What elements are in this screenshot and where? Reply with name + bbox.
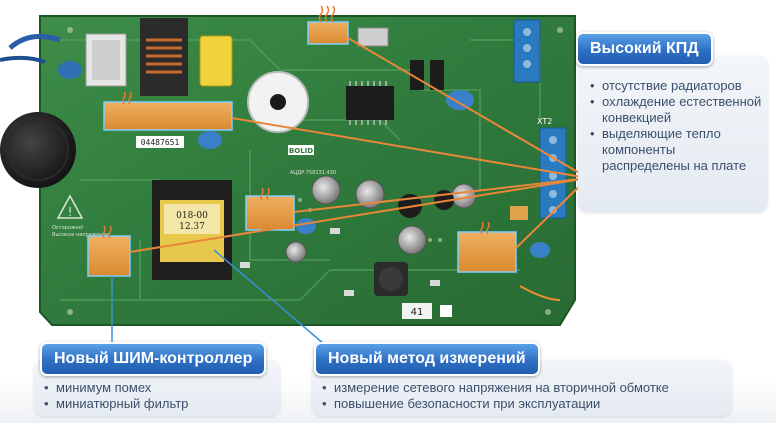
- measurement-bullets: измерение сетевого напряжения на вторичн…: [322, 380, 726, 412]
- list-item: минимум помех: [44, 380, 274, 396]
- measurement-title: Новый метод измерений: [314, 342, 540, 376]
- pwm-title: Новый ШИМ-контроллер: [40, 342, 267, 376]
- callout-pointers: [111, 249, 325, 345]
- board-marking: АЦДР.758131.430: [290, 170, 336, 176]
- list-item: охлаждение естественной конвекцией: [590, 94, 762, 126]
- list-item: отсутствие радиаторов: [590, 78, 762, 94]
- heat-waves-icon: [102, 5, 490, 239]
- list-item: миниатюрный фильтр: [44, 396, 274, 412]
- brand-logo: BOLID: [289, 147, 313, 155]
- warning-triangle-icon: !: [56, 194, 84, 219]
- warning-text-2: Высокое напряжение: [52, 232, 109, 238]
- coil-label-2: 12.37: [179, 222, 205, 232]
- terminal-label: XT2: [537, 117, 552, 126]
- efficiency-arrows: [129, 37, 589, 253]
- part-number-label: 04487651: [141, 138, 180, 147]
- coil-label-1: 018-00: [176, 211, 208, 221]
- list-item: повышение безопасности при эксплуатации: [322, 396, 726, 412]
- efficiency-bullets: отсутствие радиаторов охлаждение естеств…: [590, 78, 762, 174]
- svg-text:!: !: [68, 205, 73, 219]
- efficiency-title: Высокий КПД: [576, 32, 713, 66]
- board-sticker: 41: [411, 307, 424, 318]
- list-item: выделяющие тепло компоненты распределены…: [590, 126, 762, 174]
- pwm-bullets: минимум помех миниатюрный фильтр: [44, 380, 274, 412]
- warning-text-1: Осторожно!: [52, 225, 84, 231]
- list-item: измерение сетевого напряжения на вторичн…: [322, 380, 726, 396]
